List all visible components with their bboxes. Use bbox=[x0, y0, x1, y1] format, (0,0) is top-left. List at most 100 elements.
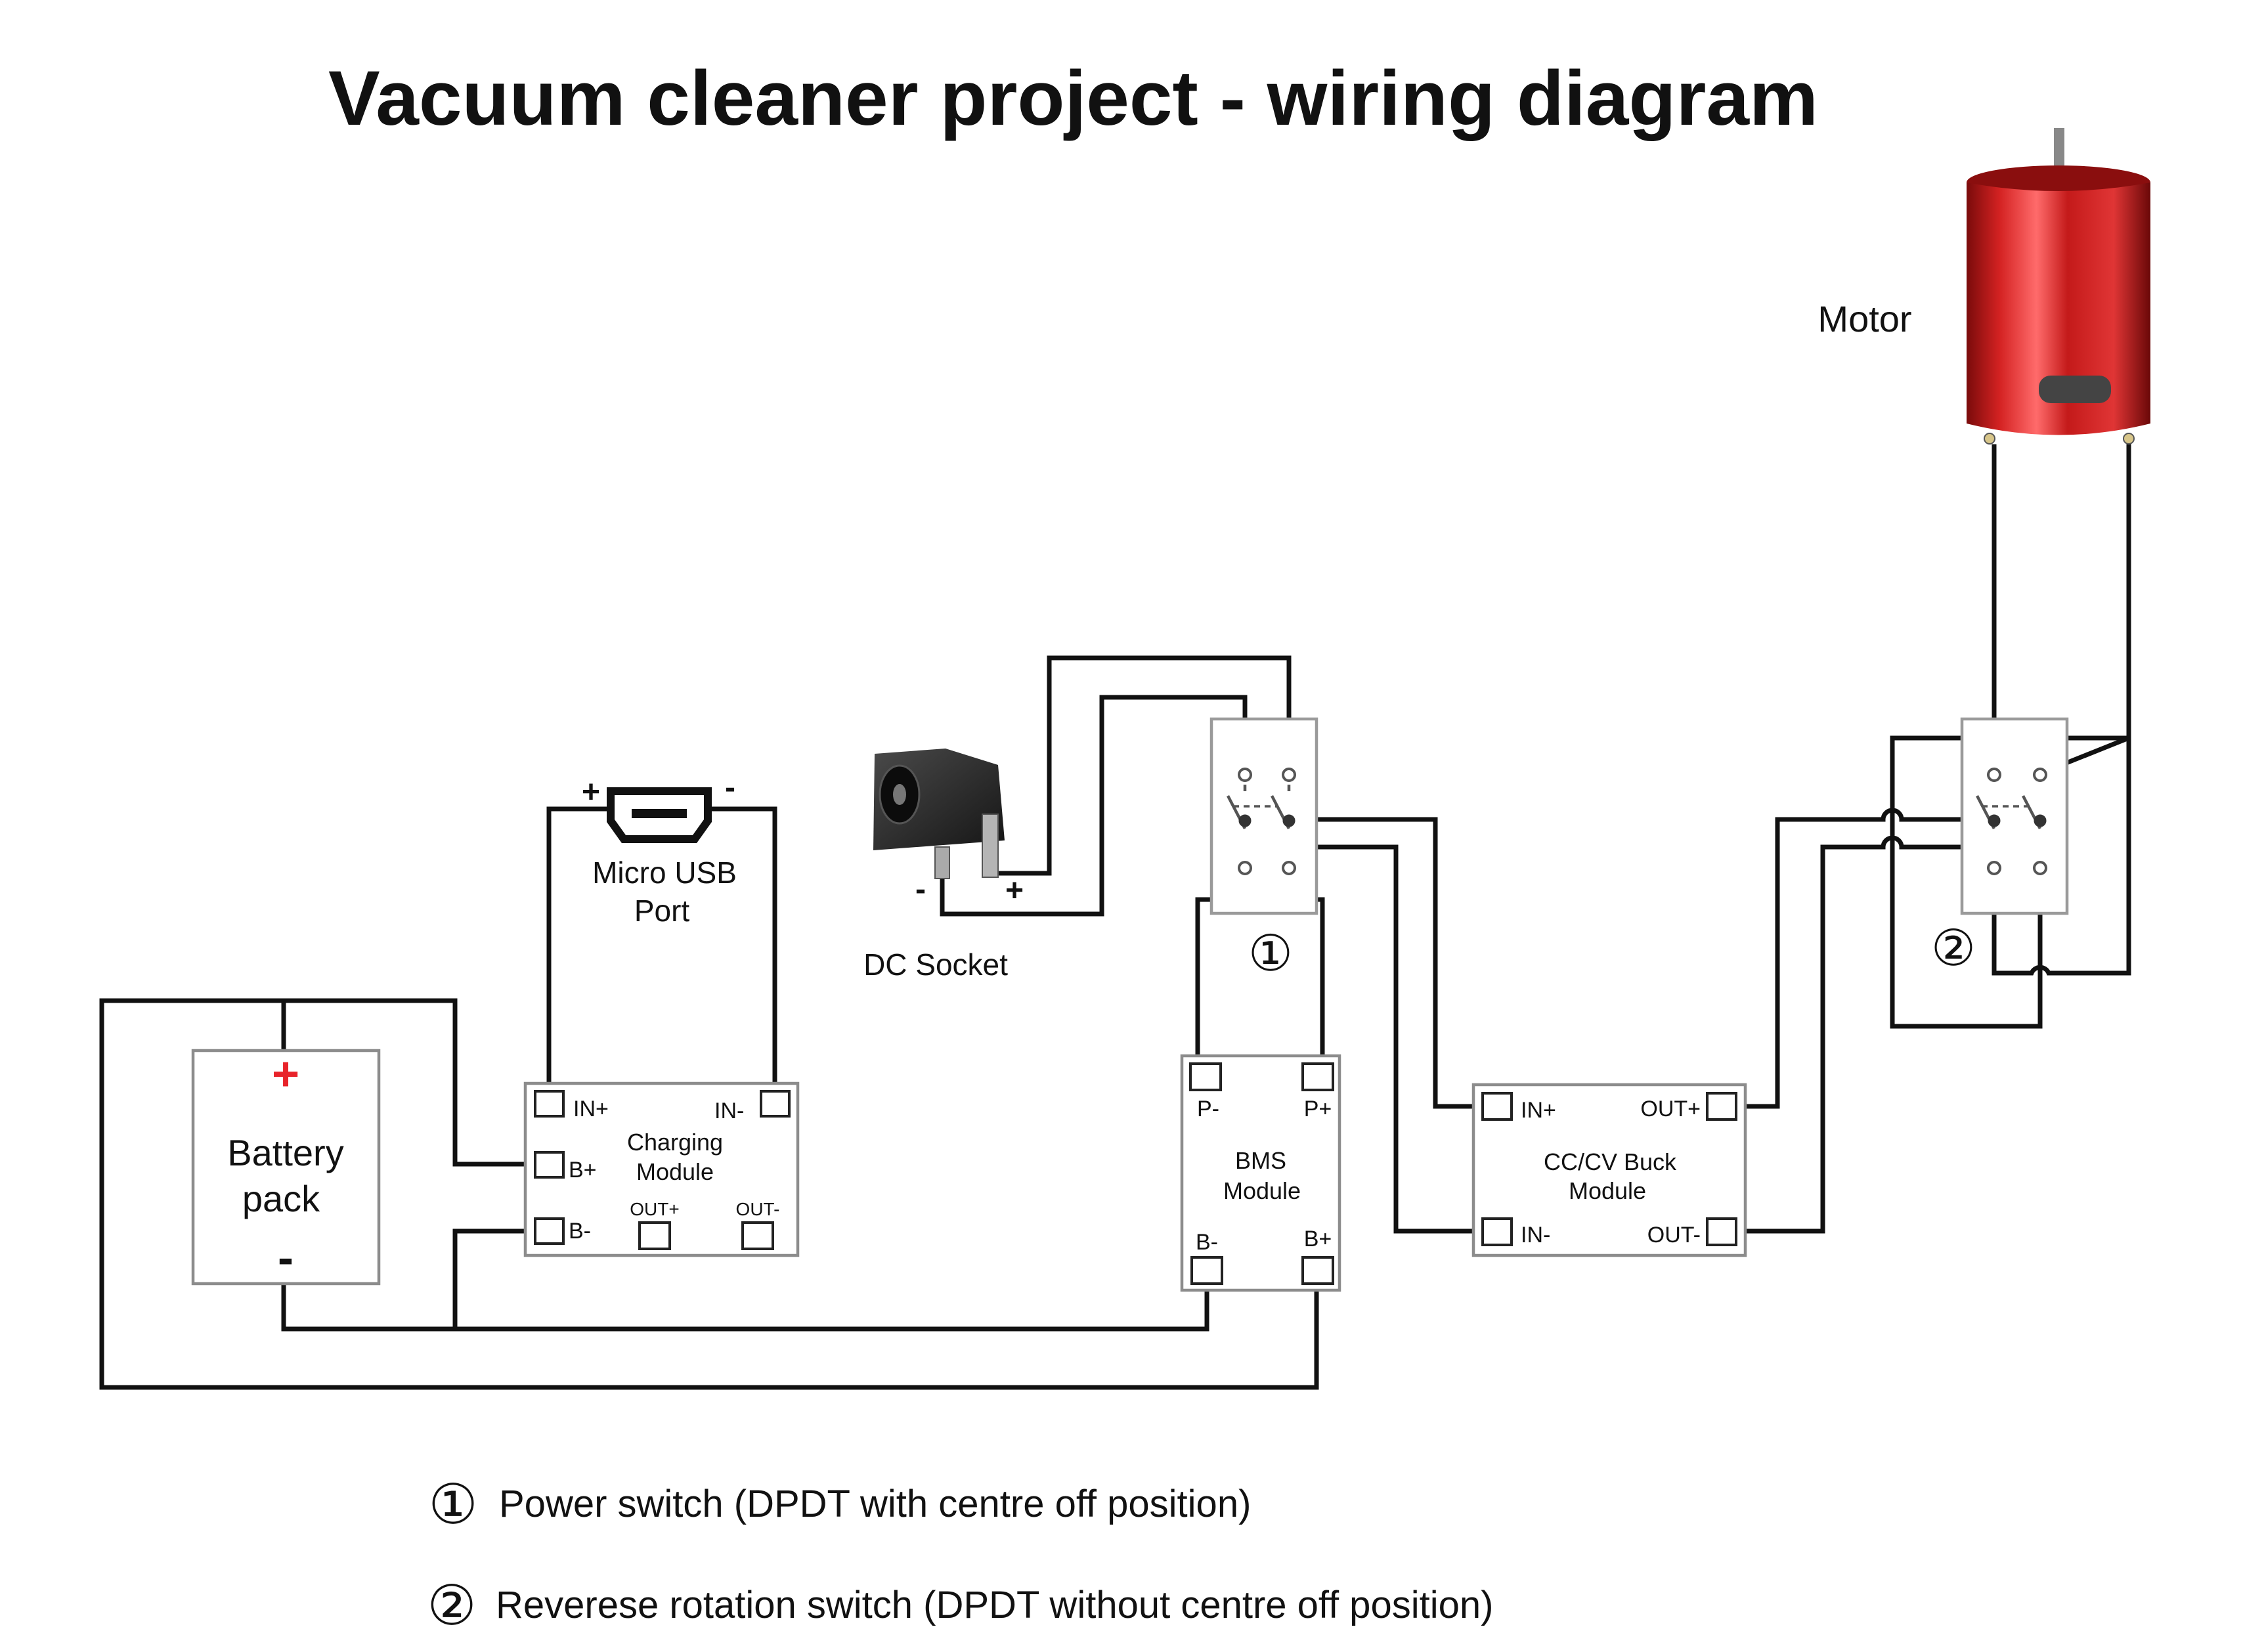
charging-pin-in-minus: IN- bbox=[714, 1098, 744, 1123]
motor-terminal bbox=[2123, 433, 2135, 445]
charging-pin-b-minus: B- bbox=[569, 1219, 591, 1244]
micro-usb-port: + - Micro USB Port bbox=[582, 770, 737, 928]
wire-usb-minus bbox=[708, 806, 777, 1099]
switch1-terminal bbox=[1238, 814, 1252, 827]
wire-charging-b-minus bbox=[452, 1228, 538, 1332]
battery-body bbox=[191, 1049, 381, 1286]
motor-label: Motor bbox=[1818, 298, 1911, 339]
legend-text-1: Power switch (DPDT with centre off posit… bbox=[499, 1483, 1251, 1525]
usb-slot bbox=[632, 809, 687, 818]
motor-vent bbox=[2039, 376, 2111, 403]
wire-battery-minus bbox=[281, 1261, 1209, 1332]
bms-pad-p-plus bbox=[1301, 1062, 1334, 1091]
switch2-terminal bbox=[1988, 814, 2001, 827]
bms-pad-b-minus bbox=[1190, 1256, 1223, 1285]
switch2-terminal bbox=[1987, 861, 2001, 875]
switch2-body bbox=[1960, 717, 2069, 915]
buck-pin-out-plus: OUT+ bbox=[1640, 1097, 1701, 1121]
switch1-terminal bbox=[1238, 861, 1252, 875]
buck-pad-in-plus bbox=[1481, 1092, 1513, 1121]
buck-module: IN+ IN- OUT+ OUT- CC/CV Buck Module bbox=[1471, 1083, 1747, 1257]
wire-usb-plus bbox=[546, 806, 610, 1099]
buck-pad-out-plus bbox=[1706, 1092, 1737, 1121]
switch2-terminal bbox=[2034, 814, 2047, 827]
bms-pin-b-plus: B+ bbox=[1304, 1227, 1332, 1251]
legend-marker-1: ① bbox=[428, 1473, 477, 1535]
wires bbox=[99, 444, 2131, 1390]
motor-shaft bbox=[2054, 128, 2064, 174]
usb-minus: - bbox=[725, 770, 735, 805]
wire-sw2-loop-right bbox=[1992, 735, 2131, 976]
bms-pin-p-plus: P+ bbox=[1304, 1097, 1332, 1121]
switch2-terminal bbox=[1987, 768, 2001, 782]
buck-label-line1: CC/CV Buck bbox=[1544, 1148, 1677, 1175]
usb-plus: + bbox=[582, 775, 600, 810]
legend-text-2: Reverese rotation switch (DPDT without c… bbox=[496, 1584, 1493, 1626]
wire-buck-in-plus bbox=[1288, 817, 1485, 1109]
dc-socket-pin bbox=[893, 784, 906, 805]
buck-pad-out-minus bbox=[1706, 1217, 1737, 1246]
charging-pad-b-plus bbox=[534, 1151, 565, 1179]
bms-pad-p-minus bbox=[1189, 1062, 1222, 1091]
dc-socket: - + DC Socket bbox=[863, 749, 1024, 982]
buck-pin-in-minus: IN- bbox=[1521, 1223, 1550, 1248]
battery-pack: + Battery pack - bbox=[191, 1048, 381, 1286]
charging-pin-out-plus: OUT+ bbox=[630, 1199, 679, 1219]
wire-sw2-loop-left bbox=[1890, 735, 2043, 1029]
wire-charging-b-plus bbox=[281, 998, 538, 1167]
wire-buck-out-minus bbox=[1730, 835, 1997, 1234]
switch2-marker: ② bbox=[1931, 921, 1976, 976]
battery-plus-sign: + bbox=[272, 1048, 299, 1100]
dc-minus: - bbox=[915, 872, 926, 907]
buck-label-line2: Module bbox=[1569, 1177, 1646, 1204]
dc-socket-label: DC Socket bbox=[863, 947, 1008, 982]
bms-module-body bbox=[1180, 1054, 1341, 1292]
usb-label-line1: Micro USB bbox=[592, 856, 737, 890]
battery-label-line2: pack bbox=[242, 1178, 320, 1219]
buck-pad-in-minus bbox=[1481, 1217, 1513, 1246]
battery-minus-sign: - bbox=[278, 1232, 294, 1284]
switch1-body bbox=[1209, 717, 1318, 915]
reverse-switch: ② bbox=[1931, 717, 2069, 976]
legend: ① Power switch (DPDT with centre off pos… bbox=[427, 1473, 1493, 1636]
page-title: Vacuum cleaner project - wiring diagram bbox=[328, 55, 1818, 142]
dc-socket-tab-minus bbox=[934, 846, 950, 879]
charging-module: IN+ IN- B+ B- OUT+ OUT- Charging Module bbox=[523, 1081, 800, 1257]
motor-terminal bbox=[1984, 433, 1995, 445]
switch2-terminal bbox=[2033, 861, 2047, 875]
charging-pad-in-minus bbox=[760, 1090, 791, 1118]
usb-label-line2: Port bbox=[634, 894, 690, 928]
charging-pad-out-plus bbox=[638, 1221, 671, 1250]
buck-pin-out-minus: OUT- bbox=[1647, 1223, 1701, 1248]
motor: Motor bbox=[1818, 128, 2150, 445]
bms-label-line1: BMS bbox=[1235, 1147, 1286, 1174]
dc-plus: + bbox=[1005, 873, 1024, 908]
charging-pin-in-plus: IN+ bbox=[573, 1097, 609, 1121]
switch1-marker: ① bbox=[1248, 926, 1293, 982]
charging-label-line1: Charging bbox=[627, 1129, 723, 1156]
switch1-terminal bbox=[1282, 814, 1296, 827]
charging-pin-out-minus: OUT- bbox=[736, 1199, 780, 1219]
switch1-terminal bbox=[1238, 768, 1252, 782]
dc-socket-tab-plus bbox=[982, 814, 999, 878]
bms-label-line2: Module bbox=[1223, 1177, 1301, 1204]
wire-dc-plus bbox=[988, 655, 1292, 876]
bms-pin-b-minus: B- bbox=[1196, 1230, 1218, 1255]
wire-buck-in-minus bbox=[1241, 844, 1485, 1234]
wire-dc-minus bbox=[940, 695, 1248, 917]
wire-battery-plus bbox=[99, 998, 1319, 1390]
charging-pin-b-plus: B+ bbox=[569, 1158, 597, 1183]
charging-pad-out-minus bbox=[741, 1221, 774, 1250]
battery-label-line1: Battery bbox=[227, 1132, 343, 1173]
charging-pad-b-minus bbox=[534, 1217, 565, 1245]
charging-label-line2: Module bbox=[636, 1158, 714, 1185]
buck-module-body bbox=[1471, 1083, 1747, 1257]
power-switch: ① bbox=[1209, 717, 1318, 982]
motor-icon bbox=[1967, 183, 2150, 435]
wire-motor-b bbox=[2037, 444, 2131, 777]
switch1-terminal bbox=[1282, 768, 1296, 782]
legend-marker-2: ② bbox=[427, 1575, 476, 1636]
switch2-terminal bbox=[2033, 768, 2047, 782]
